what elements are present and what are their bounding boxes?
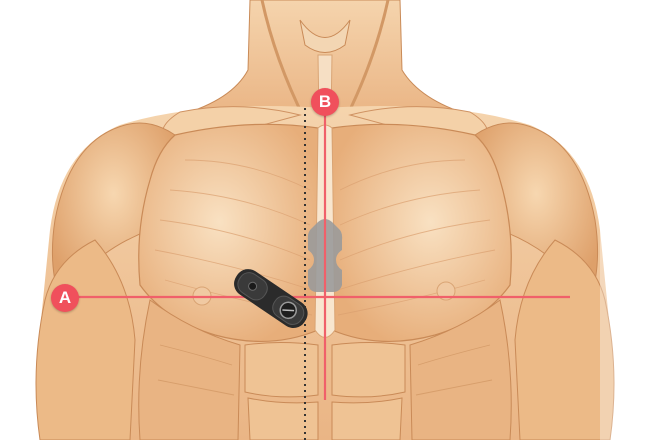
serratus — [138, 299, 512, 440]
marker-b-label: B — [318, 92, 332, 111]
marker-b: B — [311, 88, 339, 116]
ecg-patch-device-icon — [234, 269, 308, 329]
abdominals — [244, 342, 406, 440]
throat — [299, 19, 351, 53]
marker-a-label: A — [58, 288, 72, 307]
nipple-right — [436, 281, 456, 301]
marker-a: A — [51, 284, 79, 312]
arm-right — [514, 239, 615, 440]
muscle-striations — [154, 159, 496, 316]
